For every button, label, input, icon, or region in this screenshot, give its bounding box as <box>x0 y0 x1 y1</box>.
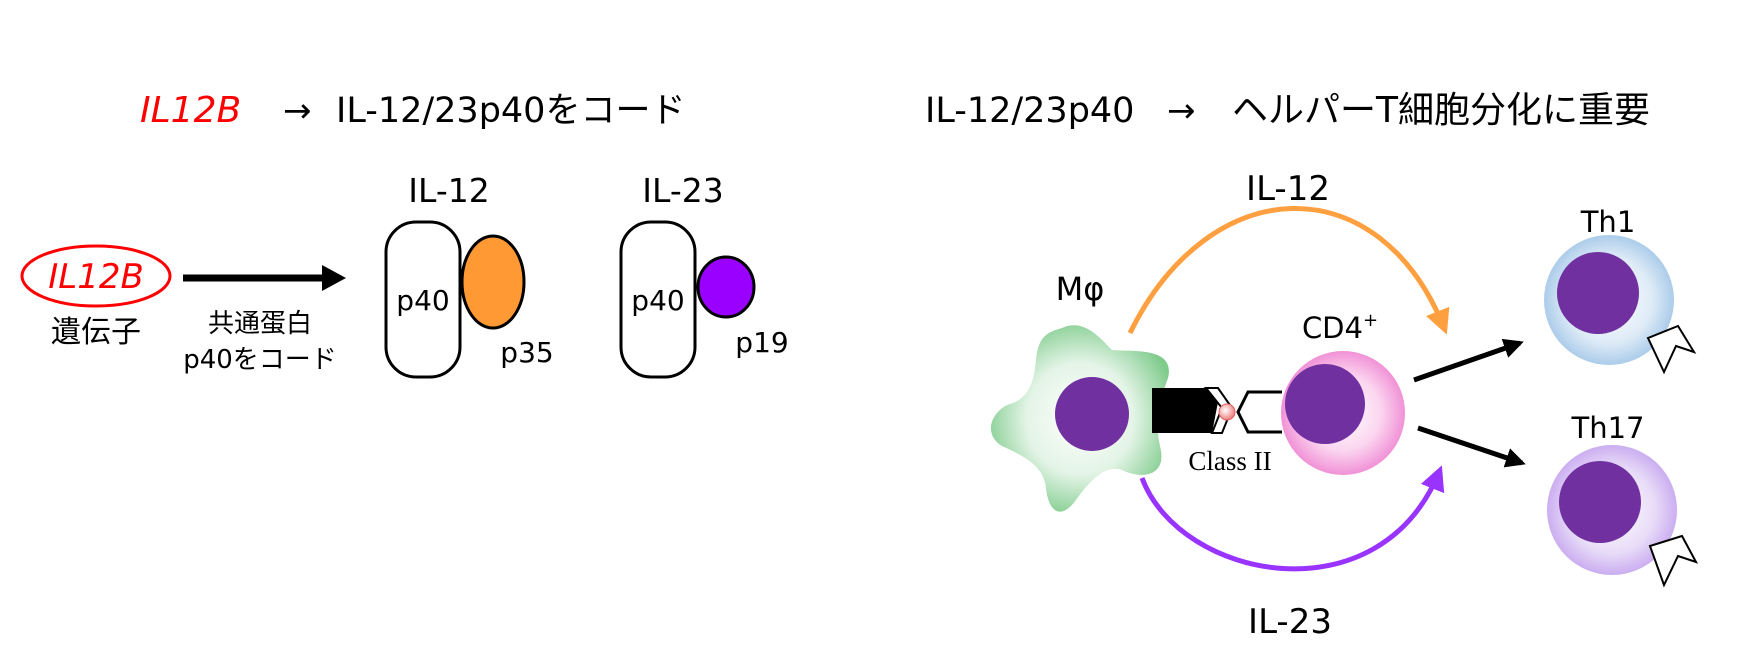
il23-p40-subunit <box>619 220 697 379</box>
p19-label: p19 <box>735 326 788 359</box>
il12-p40-label: p40 <box>396 284 449 317</box>
macrophage-label: Mφ <box>1056 270 1105 308</box>
cd4-nucleus <box>1285 364 1365 444</box>
il12-title: IL-12 <box>408 171 489 210</box>
mhc-label: Class II <box>1188 446 1271 476</box>
encode-caption-line1: 共通蛋白 <box>208 309 312 339</box>
mhc-class-ii <box>1152 388 1218 433</box>
il23-pathway-arrow <box>1139 465 1445 572</box>
gene-caption: 遺伝子 <box>51 315 141 350</box>
th17-differentiation-arrow <box>1417 425 1526 468</box>
macrophage-nucleus <box>1055 377 1129 451</box>
left-header-arrow: → <box>283 91 312 131</box>
th17-receptor <box>1648 534 1699 588</box>
gene-label: IL12B <box>48 257 144 297</box>
th1-receptor <box>1646 324 1697 375</box>
il12-pathway-arrow <box>1127 206 1450 335</box>
right-header-text: ヘルパーT細胞分化に重要 <box>1232 90 1650 131</box>
encode-caption-line2: p40をコード <box>183 345 337 375</box>
tcr-receptor <box>1236 390 1282 434</box>
encode-arrow-head <box>322 265 346 291</box>
left-header-gene: IL12B <box>140 90 241 131</box>
cd4-label: CD4+ <box>1302 310 1378 345</box>
left-header-text: IL-12/23p40をコード <box>336 91 685 131</box>
il23-title: IL-23 <box>642 171 723 210</box>
il12-arrow-label: IL-12 <box>1246 169 1330 209</box>
p35-label: p35 <box>500 336 553 369</box>
right-header-protein: IL-12/23p40 <box>925 91 1134 131</box>
p19-subunit <box>696 255 756 319</box>
gene-oval <box>20 244 172 308</box>
th1-nucleus <box>1557 252 1639 334</box>
il12-p40-subunit <box>384 220 462 379</box>
p35-subunit <box>460 234 526 330</box>
il23-p40-label: p40 <box>631 284 684 317</box>
th1-label: Th1 <box>1580 205 1636 239</box>
antigen-bead <box>1218 403 1236 421</box>
right-header-arrow: → <box>1167 91 1196 131</box>
th1-differentiation-arrow <box>1413 338 1524 383</box>
th17-label: Th17 <box>1571 411 1645 445</box>
il23-arrow-label: IL-23 <box>1248 602 1332 642</box>
th17-nucleus <box>1559 461 1641 543</box>
